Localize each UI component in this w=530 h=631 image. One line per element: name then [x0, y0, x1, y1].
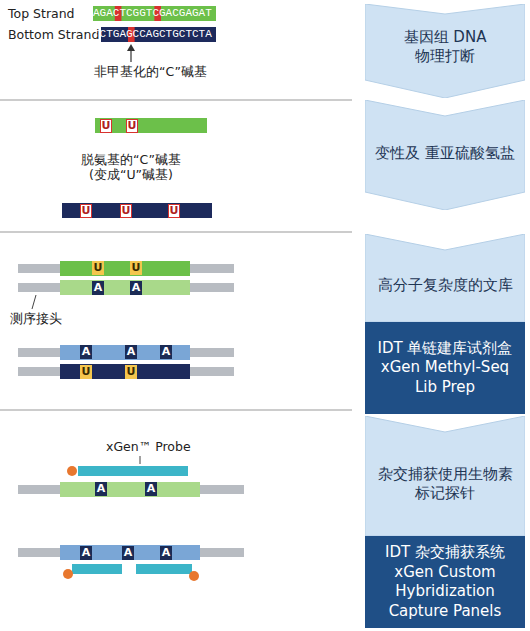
library-strand: [60, 364, 190, 379]
annotation: 测序接头: [8, 311, 64, 326]
base-letter: A: [122, 546, 134, 560]
adapter: [18, 485, 62, 494]
dna-sequence: AGACTCGGTCGACGAGAT: [93, 6, 212, 21]
biotin: [67, 466, 77, 476]
node-outline: [365, 234, 525, 322]
step-text: 基因组 DNA 物理打断: [373, 28, 517, 67]
node-outline: [365, 416, 525, 536]
base-letter: U: [92, 261, 104, 275]
step-chevron: 变性及 重亚硫酸氢盐: [365, 100, 525, 210]
product-box: IDT 单链建库试剂盒 xGen Methyl-Seq Lib Prep: [365, 322, 525, 414]
base-letter: U: [100, 119, 112, 133]
base-letter: A: [145, 482, 157, 496]
base-letter: A: [125, 345, 137, 359]
library-strand: [60, 261, 190, 276]
step-text: IDT 单链建库试剂盒 xGen Methyl-Seq Lib Prep: [373, 339, 517, 398]
probe: [136, 564, 192, 574]
adapter: [18, 264, 62, 273]
step-chevron: 基因组 DNA 物理打断: [365, 4, 525, 98]
base-letter: A: [80, 546, 92, 560]
adapter: [190, 283, 234, 292]
base-letter: A: [92, 281, 104, 295]
base-letter: U: [168, 204, 180, 218]
library-strand: [60, 345, 190, 360]
step-text: 高分子复杂度的文库: [373, 276, 517, 296]
base-letter: A: [160, 345, 172, 359]
step-text: 杂交捕获使用生物素 标记探针: [373, 465, 517, 504]
bottom-strand: [93, 27, 216, 42]
base-letter: U: [80, 365, 92, 379]
adapter: [18, 348, 62, 357]
leader-line: [140, 456, 141, 464]
probe-name: xGen™ Probe: [104, 439, 193, 454]
biotin: [63, 569, 73, 579]
node-outline: [365, 322, 525, 414]
adapter: [200, 485, 244, 494]
divider: [0, 99, 352, 100]
base-letter: U: [130, 261, 142, 275]
node-outline: [365, 100, 525, 210]
deaminated-bottom: [62, 203, 212, 218]
product-box: IDT 杂交捕获系统 xGen Custom Hybridization Cap…: [365, 536, 525, 628]
base-letter: A: [95, 482, 107, 496]
step-text: 变性及 重亚硫酸氢盐: [373, 144, 517, 164]
node-outline: [365, 536, 525, 628]
adapter: [18, 548, 62, 557]
node-outline: [365, 4, 525, 98]
base-letter: U: [125, 365, 137, 379]
leader-line: [32, 295, 36, 309]
strand-name: Top Strand: [6, 6, 77, 21]
base-letter: U: [126, 119, 138, 133]
probe: [78, 466, 188, 476]
probe: [72, 564, 122, 574]
divider: [0, 231, 352, 232]
base-letter: A: [130, 281, 142, 295]
adapter: [190, 348, 234, 357]
step-text: IDT 杂交捕获系统 xGen Custom Hybridization Cap…: [373, 543, 517, 621]
capture-strand: [60, 482, 200, 497]
divider: [0, 409, 352, 410]
base-letter: U: [80, 204, 92, 218]
annotation: 脱氨基的“C”碱基 (变成“U”碱基): [70, 152, 192, 182]
base-letter: U: [120, 204, 132, 218]
adapter: [190, 367, 234, 376]
step-chevron: 高分子复杂度的文库: [365, 234, 525, 322]
base-letter: A: [160, 546, 172, 560]
adapter: [18, 367, 62, 376]
base-letter: A: [80, 345, 92, 359]
dna-sequence: TCTGAGCCAGCTGCTCTA: [93, 27, 212, 42]
biotin: [189, 571, 199, 581]
library-strand: [60, 280, 190, 295]
deaminated-top: [95, 118, 207, 133]
pointer-head: [127, 44, 135, 51]
top-strand: [93, 6, 216, 21]
annotation: 非甲基化的“C”碱基: [92, 64, 209, 79]
adapter: [18, 283, 62, 292]
adapter: [190, 264, 234, 273]
adapter: [200, 548, 244, 557]
step-chevron: 杂交捕获使用生物素 标记探针: [365, 416, 525, 536]
capture-strand: [60, 545, 200, 560]
strand-name: Bottom Strand: [6, 27, 101, 42]
